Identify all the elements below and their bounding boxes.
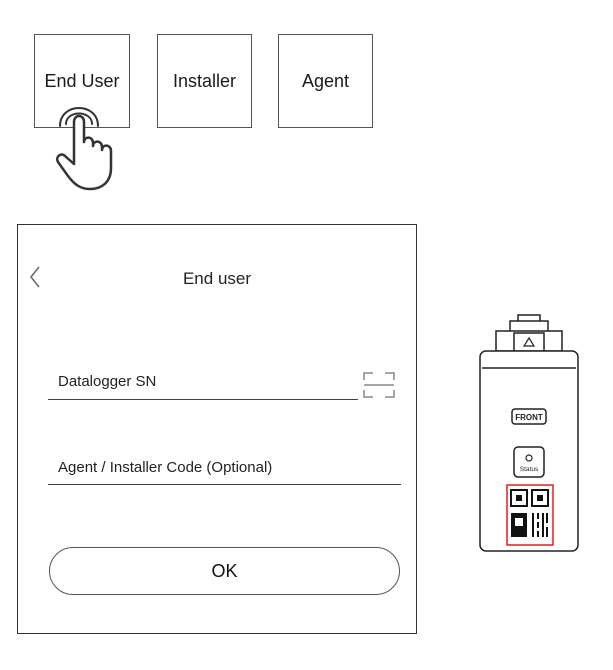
chevron-left-icon[interactable] (28, 265, 42, 289)
installer-code-underline (48, 484, 401, 485)
front-label: FRONT (511, 408, 547, 425)
end-user-panel: End user Datalogger SN Agent / Installer… (17, 224, 417, 634)
datalogger-sn-underline (48, 399, 358, 400)
svg-text:Status: Status (520, 466, 539, 473)
datalogger-device-illustration: FRONT Status (479, 314, 579, 552)
agent-button[interactable]: Agent (278, 34, 373, 128)
status-button: Status (513, 446, 545, 478)
ok-label: OK (211, 560, 238, 581)
svg-text:FRONT: FRONT (515, 413, 543, 422)
page-title: End user (182, 269, 252, 288)
agent-label: Agent (301, 70, 350, 91)
datalogger-sn-field[interactable]: Datalogger SN (58, 373, 157, 390)
qr-code-icon (510, 489, 549, 537)
scan-frame-icon[interactable] (362, 371, 396, 399)
end-user-button[interactable]: End User (34, 34, 130, 128)
end-user-label: End User (44, 70, 120, 91)
installer-label: Installer (172, 70, 237, 91)
ok-button[interactable]: OK (49, 547, 400, 595)
qr-code-highlight (506, 484, 554, 546)
pointing-hand-icon (56, 107, 113, 191)
installer-button[interactable]: Installer (157, 34, 252, 128)
installer-code-field[interactable]: Agent / Installer Code (Optional) (58, 459, 273, 476)
